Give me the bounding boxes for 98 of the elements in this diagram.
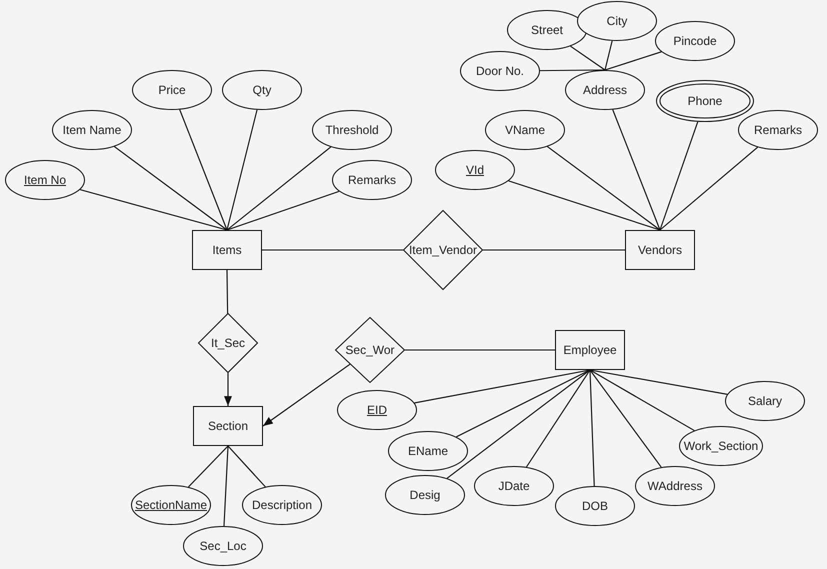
attribute-name: City xyxy=(606,14,628,28)
attribute-ellipse xyxy=(577,1,657,41)
multivalued-attribute-ellipse xyxy=(656,80,754,122)
attribute-ellipse xyxy=(388,431,468,471)
attribute-name: Sec_Loc xyxy=(200,539,246,553)
connector-line xyxy=(604,51,662,71)
attribute-ellipse xyxy=(385,475,465,515)
attribute-ellipse xyxy=(725,381,805,421)
relationship-name: It_Sec xyxy=(210,336,246,350)
attribute-name: Item Name xyxy=(62,123,122,137)
attribute-ellipse xyxy=(52,110,132,150)
attribute-ellipse xyxy=(242,485,322,525)
connector-line xyxy=(660,146,758,230)
connector-line xyxy=(590,370,695,432)
entity-name: Items xyxy=(212,243,242,257)
attribute-name: Street xyxy=(530,23,563,37)
attribute-name: Desig xyxy=(410,488,440,502)
connector-line xyxy=(526,370,590,468)
attribute-name: Salary xyxy=(748,394,782,408)
entity-box xyxy=(555,330,625,370)
attribute-name: Qty xyxy=(252,83,272,97)
relationship-diamond xyxy=(403,210,483,290)
attribute-name: SectionName xyxy=(134,498,208,512)
connector-line xyxy=(456,370,590,438)
attribute-ellipse xyxy=(738,110,818,150)
connector-line xyxy=(226,110,258,230)
attribute-ellipse xyxy=(132,70,212,110)
attribute-ellipse xyxy=(5,160,85,200)
entity-box xyxy=(625,230,695,270)
entity-box xyxy=(192,230,262,270)
attribute-name: Item No xyxy=(24,173,66,187)
connector-line xyxy=(223,446,229,526)
attribute-name: VId xyxy=(466,163,484,177)
attribute-name: Remarks xyxy=(348,173,396,187)
attribute-name: EName xyxy=(408,444,448,458)
connector-line xyxy=(114,146,228,230)
connector-line xyxy=(590,370,662,468)
relationship-name: Sec_Wor xyxy=(345,343,395,357)
attribute-ellipse xyxy=(435,150,515,190)
attribute-ellipse xyxy=(474,466,554,506)
attribute-name: DOB xyxy=(582,499,608,513)
connector-line xyxy=(540,69,605,72)
attribute-name: JDate xyxy=(498,479,530,493)
arrow xyxy=(262,364,350,426)
entity-box xyxy=(193,406,263,446)
connector-line xyxy=(659,122,698,230)
attribute-name: Work_Section xyxy=(684,439,758,453)
attribute-ellipse xyxy=(655,21,735,61)
attribute-ellipse xyxy=(635,466,715,506)
attribute-ellipse xyxy=(679,426,763,466)
attribute-name: EID xyxy=(366,403,387,417)
entity-name: Section xyxy=(208,419,248,433)
attribute-ellipse xyxy=(460,51,540,91)
connector-line xyxy=(80,189,228,231)
entity-name: Vendors xyxy=(638,243,682,257)
connector-line xyxy=(188,446,228,488)
connector-line xyxy=(226,146,332,230)
connector-line xyxy=(405,349,555,351)
entity-name: Employee xyxy=(563,343,617,357)
connector-line xyxy=(612,109,661,230)
attribute-name: WAddress xyxy=(648,479,702,493)
attribute-name: VName xyxy=(504,123,545,137)
attribute-name: Price xyxy=(158,83,186,97)
attribute-name: Address xyxy=(582,83,628,97)
attribute-ellipse xyxy=(312,110,392,150)
attribute-name: Door No. xyxy=(476,64,524,78)
connector-line xyxy=(590,369,728,395)
connector-line xyxy=(226,270,228,314)
arrow xyxy=(224,373,232,406)
relationship-diamond xyxy=(198,313,258,373)
connector-line xyxy=(179,109,228,230)
connector-line xyxy=(262,249,403,251)
connector-line xyxy=(446,370,590,479)
attribute-ellipse xyxy=(332,160,412,200)
connector-line xyxy=(570,46,606,70)
attribute-name: Threshold xyxy=(325,123,379,137)
connector-line xyxy=(414,369,590,404)
attribute-ellipse xyxy=(507,10,587,50)
attribute-ellipse xyxy=(485,110,565,150)
attribute-ellipse xyxy=(555,486,635,526)
attribute-name: Remarks xyxy=(754,123,802,137)
attribute-ellipse xyxy=(183,526,263,566)
attribute-name: Phone xyxy=(688,94,722,108)
relationship-diamond xyxy=(335,317,405,383)
connector-line xyxy=(589,370,595,486)
attribute-ellipse xyxy=(337,390,417,430)
connector-line xyxy=(226,190,340,231)
attribute-name: Pincode xyxy=(673,34,717,48)
connector-line xyxy=(228,446,266,488)
attribute-ellipse xyxy=(222,70,302,110)
connector-line xyxy=(547,146,660,230)
relationship-name: Item_Vendor xyxy=(408,243,478,257)
connector-line xyxy=(483,249,625,251)
attribute-ellipse xyxy=(565,70,645,110)
attribute-name: Description xyxy=(252,498,312,512)
connector-line xyxy=(508,180,660,231)
connector-line xyxy=(604,40,613,70)
attribute-ellipse xyxy=(131,485,211,525)
